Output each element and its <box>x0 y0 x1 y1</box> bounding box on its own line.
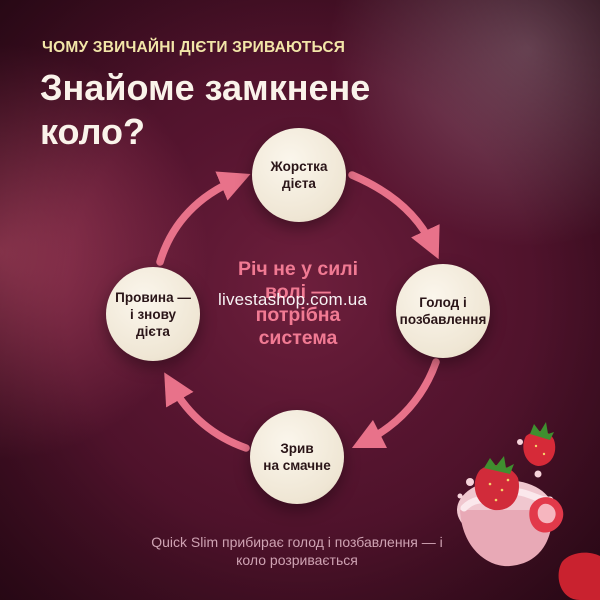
cycle-step-strict-diet: Жорстка дієта <box>252 128 346 222</box>
page-title: Знайоме замкнене коло? <box>40 67 371 152</box>
arrow-icon-top-right <box>348 171 440 260</box>
cycle-step-label: Зрив на смачне <box>263 441 331 473</box>
footer-caption: Quick Slim прибирає голод і позбавлення … <box>151 534 443 568</box>
arrow-icon-left-top <box>156 171 251 266</box>
kicker-title: ЧОМУ ЗВИЧАЙНІ ДІЄТИ ЗРИВАЮТЬСЯ <box>42 39 346 56</box>
strawberry-icon <box>474 456 519 511</box>
center-message: Річ не у силі волі — потрібна система <box>237 258 359 349</box>
cycle-step-label: Провина — і знову дієта <box>115 289 191 339</box>
strawberry-slice-icon <box>529 497 564 533</box>
strawberry-yogurt-decoration <box>457 422 600 600</box>
cycle-step-guilt: Провина — і знову дієта <box>106 267 200 361</box>
strawberry-icon <box>558 552 600 600</box>
arrow-icon-bottom-left <box>164 372 250 452</box>
cycle-step-label: Голод і позбавлення <box>399 295 487 327</box>
cycle-step-hunger: Голод і позбавлення <box>396 264 490 358</box>
strawberry-icon <box>523 422 556 466</box>
cycle-step-breakdown: Зрив на смачне <box>250 410 344 504</box>
arrow-icon-right-bottom <box>351 358 440 449</box>
watermark-text: livestashop.com.ua <box>218 290 368 309</box>
cycle-step-label: Жорстка дієта <box>270 159 328 191</box>
